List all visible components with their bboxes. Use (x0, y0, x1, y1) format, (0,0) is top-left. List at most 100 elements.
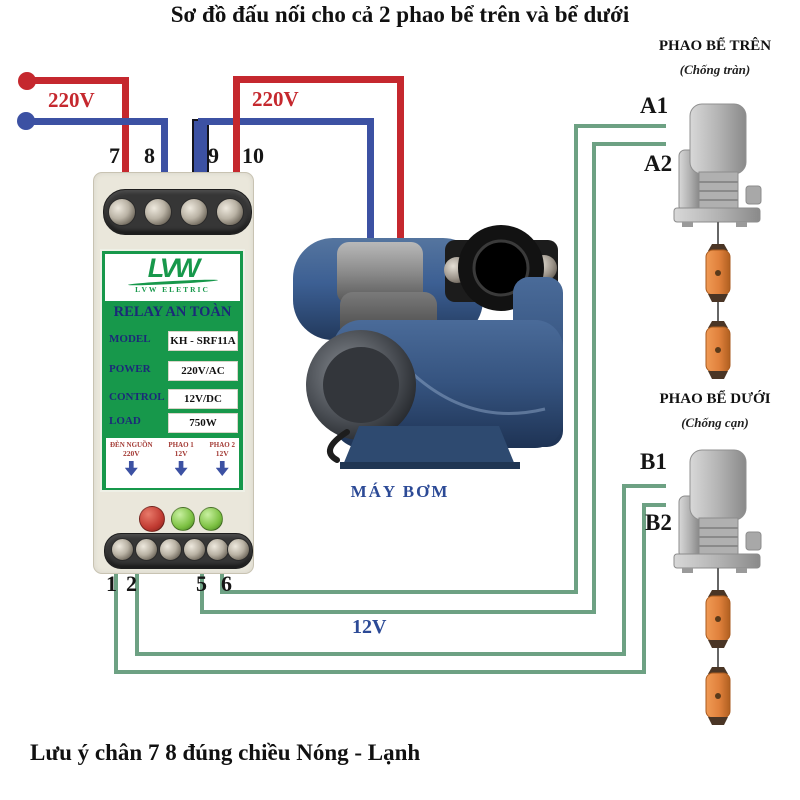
pump-label: MÁY BƠM (350, 482, 450, 501)
wire-segment (161, 118, 168, 190)
terminal-screw[interactable] (206, 538, 229, 561)
wire-segment (642, 503, 646, 674)
terminal-number-5: 5 (196, 571, 207, 596)
pump-capacitor (337, 242, 423, 304)
brand-name: LVW ELETRIC (135, 285, 210, 294)
arrow-down-icon (124, 461, 138, 476)
terminal-number-8: 8 (144, 143, 155, 168)
spec-row-control: CONTROL 12V/DC (102, 389, 243, 409)
terminal-screw[interactable] (135, 538, 158, 561)
indicator-strip: ĐÈN NGUỒN 220V PHAO 1 12V PHAO 2 12V (106, 438, 239, 488)
terminal-screw[interactable] (108, 198, 136, 226)
terminal-number-10: 10 (242, 143, 264, 168)
spec-row-load: LOAD 750W (102, 413, 243, 433)
brand-logo: LVW LVW ELETRIC (105, 254, 240, 301)
wire-segment (198, 118, 374, 125)
terminal-number-6: 6 (221, 571, 232, 596)
wire-segment (622, 484, 666, 488)
float-cap (689, 103, 747, 175)
float-switch-top-illustration (673, 103, 762, 379)
float-bob (705, 667, 731, 725)
base-plate (673, 207, 761, 223)
terminal-screw[interactable] (111, 538, 134, 561)
wire-segment (114, 566, 118, 674)
indicator-value: 12V (174, 449, 188, 458)
float-bottom-title: PHAO BỂ DƯỚI (659, 391, 771, 407)
float-bob (705, 244, 731, 302)
water-pump-illustration (293, 225, 563, 469)
wire-segment (114, 670, 646, 674)
spec-row-power: POWER 220V/AC (102, 361, 243, 381)
indicator-label: ĐÈN NGUỒN (110, 441, 153, 449)
indicator-value: 220V (122, 449, 140, 458)
float2-led (199, 507, 223, 531)
terminal-screw[interactable] (216, 198, 244, 226)
brand-logo-text: LVW (147, 253, 201, 283)
float-bob (705, 590, 731, 648)
terminal-screw[interactable] (183, 538, 206, 561)
pump-cable (327, 429, 350, 463)
wire-segment (122, 77, 129, 190)
indicator-label: PHAO 1 (168, 441, 194, 449)
pump-base (343, 426, 515, 465)
wire-segment (135, 566, 139, 656)
relay-name: RELAY AN TOÀN (113, 304, 232, 320)
control-voltage-label: 12V (352, 616, 387, 638)
wire-segment (367, 118, 374, 242)
spec-value: 750W (168, 413, 238, 433)
float-top-terminal-a2: A2 (644, 151, 673, 176)
terminal-screw[interactable] (144, 198, 172, 226)
float-bottom-subtitle: (Chống cạn) (681, 415, 749, 430)
wire-segment (135, 652, 626, 656)
spec-value: 220V/AC (168, 361, 238, 381)
base-plate (673, 553, 761, 569)
float-switch-body (673, 449, 762, 573)
wire-segment (233, 76, 404, 83)
float-top-subtitle: (Chống tràn) (679, 62, 751, 77)
wire-segment (622, 484, 626, 656)
float1-led (171, 507, 195, 531)
wire-segment (27, 77, 129, 84)
spec-value: 12V/DC (168, 389, 238, 409)
terminal-screw[interactable] (180, 198, 208, 226)
spec-value: KH - SRF11A (168, 331, 238, 351)
float-top-title: PHAO BỂ TRÊN (658, 38, 772, 54)
cable-gland (745, 531, 762, 551)
float-bob (705, 321, 731, 379)
cable-gland (745, 185, 762, 205)
terminal-screw[interactable] (159, 538, 182, 561)
wire-segment (200, 566, 204, 614)
terminal-number-7: 7 (109, 143, 120, 168)
wire-segment (26, 118, 168, 125)
wiring-note: Lưu ý chân 7 8 đúng chiều Nóng - Lạnh (30, 740, 421, 765)
power-led (139, 506, 165, 532)
wire-segment (642, 503, 666, 507)
wire-segment (200, 610, 596, 614)
wire-segment (233, 76, 240, 190)
pump-outlet-hole (472, 239, 530, 297)
spec-label: LOAD (109, 415, 141, 427)
wire-segment (592, 142, 666, 146)
spec-row-model: MODEL KH - SRF11A (102, 331, 243, 351)
wire-segment (574, 124, 666, 128)
float-cap (689, 449, 747, 521)
relay-label: LVW LVW ELETRIC RELAY AN TOÀN MODEL KH -… (100, 249, 245, 492)
wire-segment (220, 566, 224, 594)
terminal-screw[interactable] (227, 538, 250, 561)
diagram-title: Sơ đồ đấu nối cho cả 2 phao bể trên và b… (170, 2, 630, 27)
terminal-number-9: 9 (208, 143, 219, 168)
terminal-number-1: 1 (106, 571, 117, 596)
arrow-down-icon (215, 461, 229, 476)
float-top-terminal-a1: A1 (640, 93, 669, 118)
indicator-float-2: PHAO 2 12V (210, 441, 235, 488)
spec-label: CONTROL (109, 391, 165, 403)
indicator-power: ĐÈN NGUỒN 220V (110, 441, 153, 488)
indicator-float-1: PHAO 1 12V (168, 441, 194, 488)
spec-label: MODEL (109, 333, 151, 345)
indicator-label: PHAO 2 (209, 441, 235, 449)
float-bottom-terminal-b2: B2 (645, 510, 672, 535)
pump-base-lip (340, 462, 520, 469)
float-switch-bottom-illustration (673, 449, 762, 725)
indicator-value: 12V (215, 449, 229, 458)
